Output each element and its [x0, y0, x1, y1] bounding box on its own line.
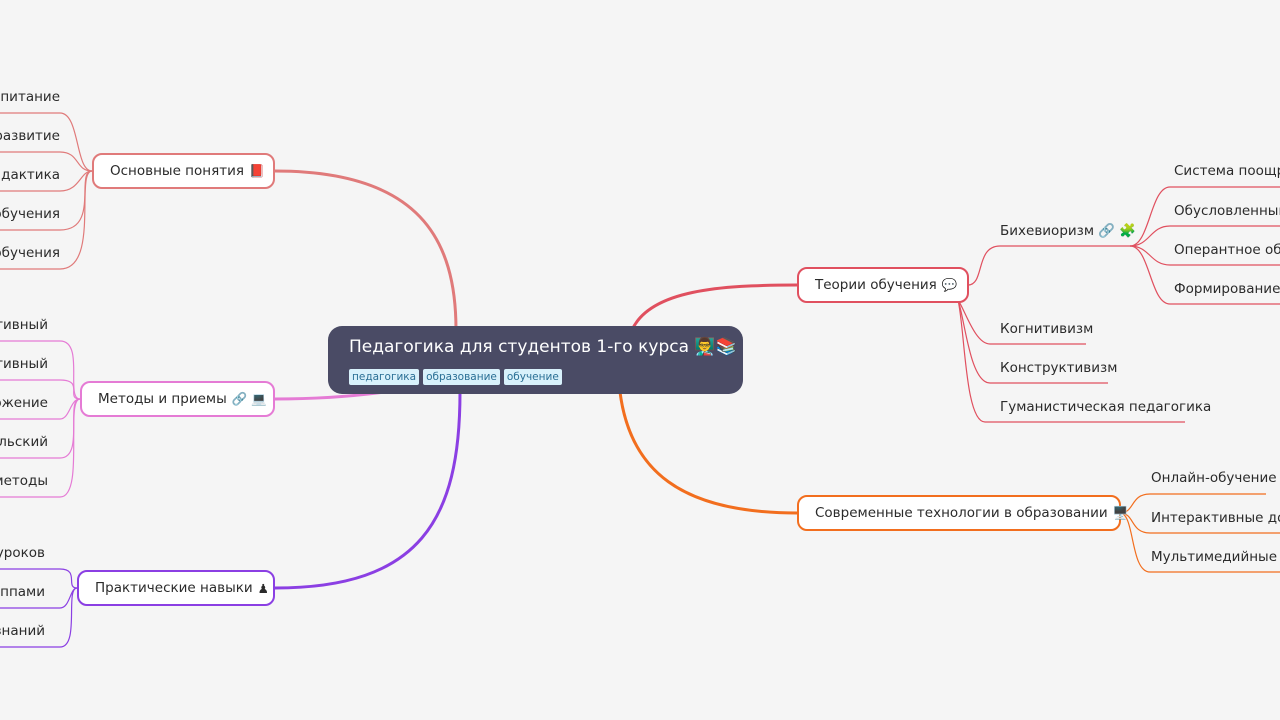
- leaf-topic[interactable]: уппами: [0, 584, 45, 600]
- subleaf-topic[interactable]: Формирование н: [1174, 281, 1280, 297]
- branch-label: Современные технологии в образовании: [815, 505, 1108, 521]
- root-topic[interactable]: Педагогика для студентов 1-го курса 👨‍🏫📚…: [328, 326, 743, 394]
- leaf-topic[interactable]: ожение: [0, 395, 48, 411]
- leaf-topic[interactable]: Онлайн-обучение: [1151, 470, 1277, 486]
- leaf-topic[interactable]: Интерактивные доск: [1151, 510, 1280, 526]
- connector-sovremennye: [618, 391, 798, 515]
- leaf-topic[interactable]: тивный: [0, 356, 48, 372]
- branch-sovremennye-tekhnologii[interactable]: Современные технологии в образовании 🖥️: [797, 495, 1128, 531]
- leaf-topic[interactable]: тивный: [0, 317, 48, 333]
- tag[interactable]: педагогика: [349, 369, 420, 385]
- leaf-topic[interactable]: обучения: [0, 245, 60, 261]
- branch-label: Теории обучения: [815, 277, 937, 293]
- speech-bubble-icon: 💬: [941, 277, 958, 292]
- branch-label: Основные понятия: [110, 163, 244, 179]
- leaf-topic[interactable]: Когнитивизм: [1000, 321, 1094, 337]
- tag[interactable]: образование: [423, 369, 500, 385]
- chess-pawn-icon: ♟: [257, 580, 269, 596]
- leaf-topic[interactable]: развитие: [0, 128, 60, 144]
- branch-label: Методы и приемы: [98, 391, 227, 407]
- branch-osnovnye-ponyatiya[interactable]: Основные понятия 📕: [92, 153, 275, 189]
- leaf-topic[interactable]: Конструктивизм: [1000, 360, 1118, 376]
- branch-prakticheskie-navyki[interactable]: Практические навыки ♟: [77, 570, 275, 606]
- book-icon: 📕: [248, 163, 265, 178]
- leaf-topic[interactable]: Дидактика: [0, 167, 60, 183]
- leaf-topic[interactable]: уроков: [0, 545, 45, 561]
- connector-osnovnye: [274, 169, 458, 331]
- subleaf-topic[interactable]: Система поощре: [1174, 163, 1280, 179]
- branch-teorii-obucheniya[interactable]: Теории обучения 💬: [797, 267, 969, 303]
- subleaf-topic[interactable]: Обусловленный: [1174, 203, 1280, 219]
- leaf-topic[interactable]: методы: [0, 473, 48, 489]
- leaf-topic[interactable]: Мультимедийные пр: [1151, 549, 1280, 565]
- leaf-topic[interactable]: оспитание: [0, 89, 60, 105]
- connector-praktich: [274, 391, 462, 590]
- link-laptop-icon: 🔗 💻: [231, 391, 267, 406]
- leaf-topic[interactable]: знаний: [0, 623, 45, 639]
- tag[interactable]: обучение: [503, 369, 562, 385]
- leaf-topic[interactable]: Гуманистическая педагогика: [1000, 399, 1212, 415]
- monitor-icon: 🖥️: [1112, 505, 1129, 520]
- root-title: Педагогика для студентов 1-го курса 👨‍🏫📚: [349, 337, 737, 357]
- leaf-topic[interactable]: обучения: [0, 206, 60, 222]
- connector-teorii: [630, 283, 798, 331]
- tag-list: педагогика образование обучение: [349, 369, 562, 385]
- branch-label: Практические навыки: [95, 580, 253, 596]
- subleaf-topic[interactable]: Оперантное обу: [1174, 242, 1280, 258]
- branch-metody-i-priemy[interactable]: Методы и приемы 🔗 💻: [80, 381, 275, 417]
- leaf-topic[interactable]: Бихевиоризм 🔗 🧩: [1000, 223, 1137, 239]
